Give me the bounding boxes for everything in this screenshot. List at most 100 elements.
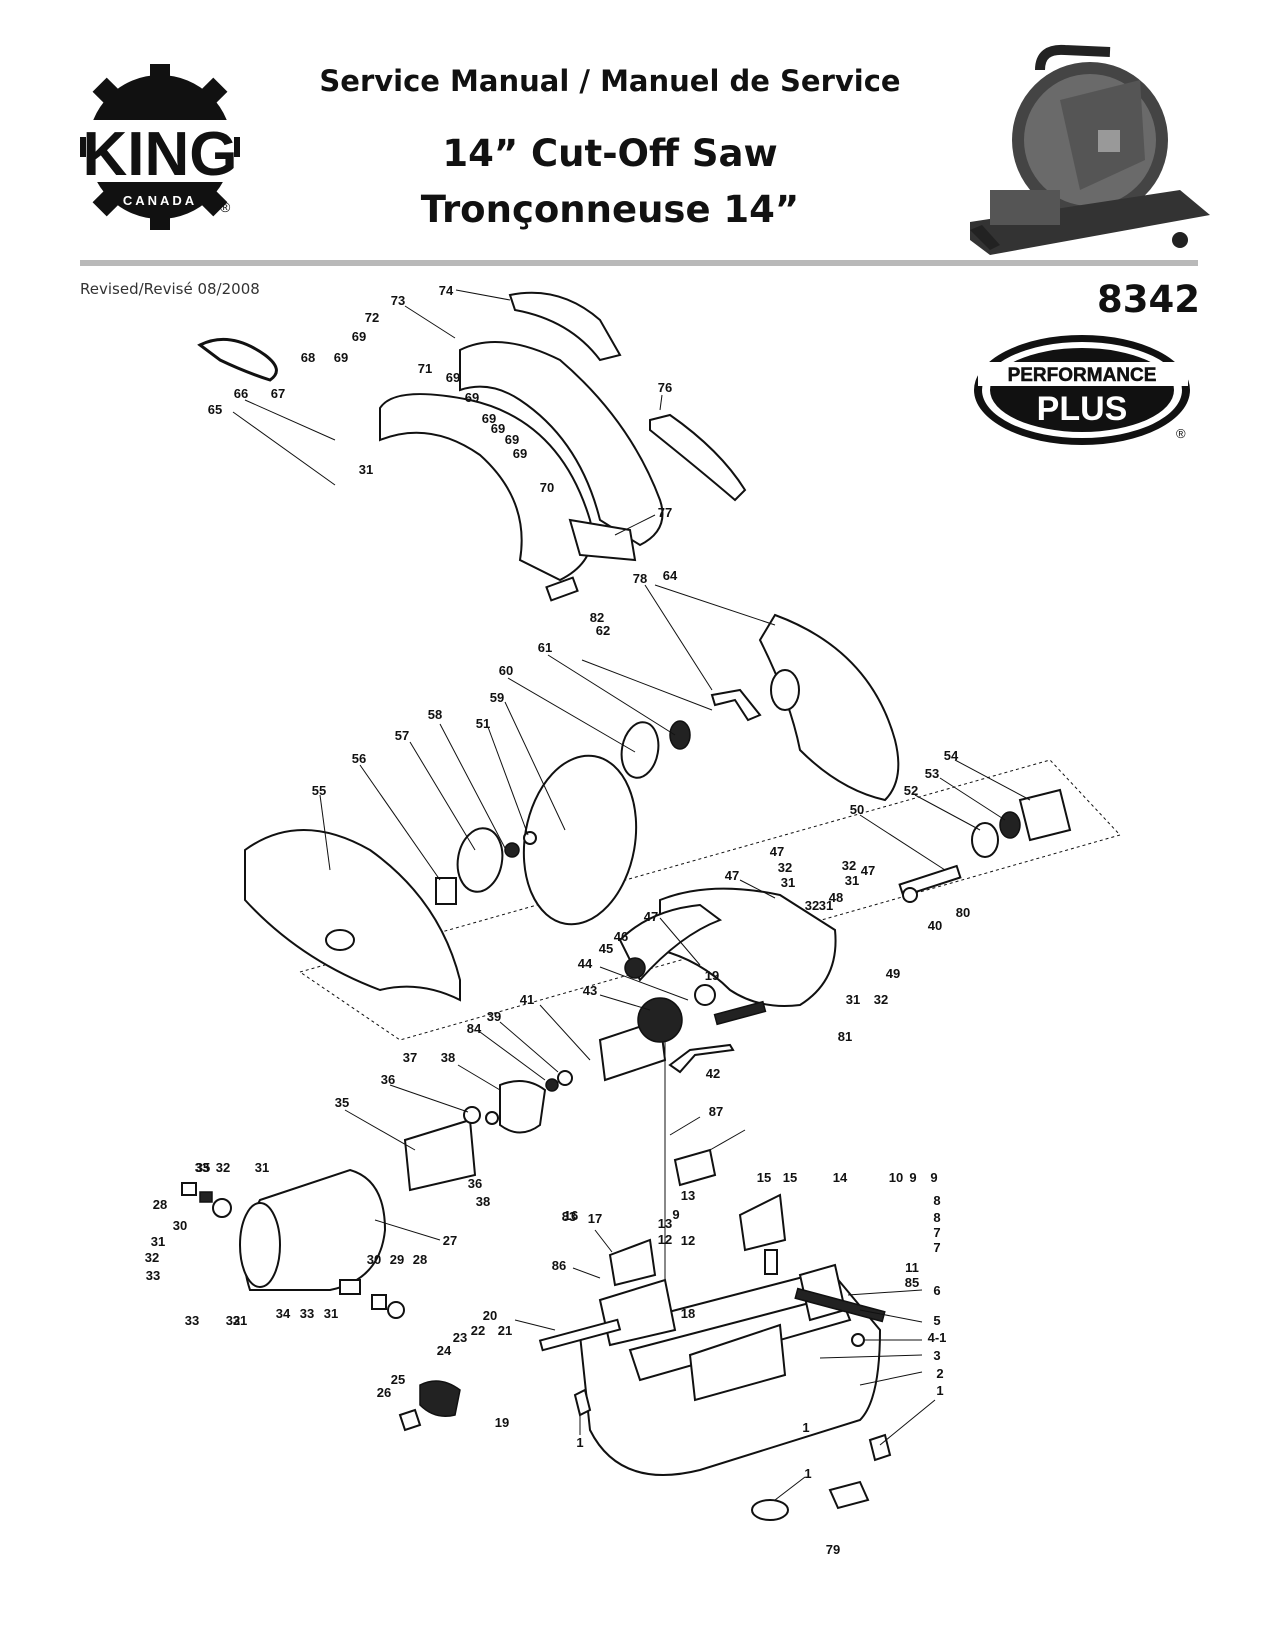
part-1-foot xyxy=(573,1388,592,1417)
part-55-outer-flange xyxy=(456,827,504,893)
callout-12: 12 xyxy=(658,1232,672,1247)
callout-9: 9 xyxy=(672,1207,679,1222)
callout-24: 24 xyxy=(437,1343,452,1358)
callout-1: 1 xyxy=(804,1466,811,1481)
callout-69: 69 xyxy=(491,421,505,436)
callout-78: 78 xyxy=(633,571,647,586)
part-15-post xyxy=(764,1249,778,1275)
callout-15: 15 xyxy=(783,1170,797,1185)
callout-33: 33 xyxy=(146,1268,160,1283)
part-61-upper-guard xyxy=(758,613,900,802)
callout-83: 83 xyxy=(562,1209,576,1224)
part-61-guard-hole xyxy=(770,669,800,711)
callout-8: 8 xyxy=(933,1210,940,1225)
part-72-handle-grip xyxy=(508,291,622,362)
gear-icon xyxy=(80,64,240,230)
part-76-wrench xyxy=(710,688,762,722)
part-85-cover xyxy=(673,1148,717,1187)
callout-54: 54 xyxy=(944,748,959,763)
part-41-spring xyxy=(713,1000,767,1026)
part-1-foot-c xyxy=(751,1499,789,1521)
part-71-handle-housing xyxy=(459,341,664,547)
callout-31: 31 xyxy=(846,992,860,1007)
callout-39: 39 xyxy=(487,1009,501,1024)
callout-32: 32 xyxy=(778,860,792,875)
part-28-brush xyxy=(199,1191,213,1203)
callout-19: 19 xyxy=(705,968,719,983)
part-53-guard-hole xyxy=(325,929,355,951)
callout-8: 8 xyxy=(933,1193,940,1208)
callout-42: 42 xyxy=(706,1066,720,1081)
callout-21: 21 xyxy=(498,1323,512,1338)
callout-6: 6 xyxy=(933,1283,940,1298)
callout-31: 31 xyxy=(781,875,795,890)
callout-35: 35 xyxy=(196,1160,210,1175)
callout-12: 12 xyxy=(681,1233,695,1248)
callout-47: 47 xyxy=(644,909,658,924)
callout-32: 32 xyxy=(145,1250,159,1265)
callout-70: 70 xyxy=(540,480,554,495)
part-80-bushing xyxy=(545,576,579,602)
part-26-nut xyxy=(398,1408,422,1432)
callout-79: 79 xyxy=(826,1542,840,1557)
callout-38: 38 xyxy=(441,1050,455,1065)
callout-52: 52 xyxy=(904,783,918,798)
callout-1: 1 xyxy=(802,1420,809,1435)
part-3-fence xyxy=(688,1323,787,1402)
callout-69: 69 xyxy=(352,329,366,344)
callout-33: 33 xyxy=(300,1306,314,1321)
callout-9: 9 xyxy=(930,1170,937,1185)
callout-69: 69 xyxy=(505,432,519,447)
part-59-bearing xyxy=(669,720,691,750)
callout-61: 61 xyxy=(538,640,552,655)
callout-36: 36 xyxy=(468,1176,482,1191)
callout-23: 23 xyxy=(453,1330,467,1345)
assembly-guide xyxy=(298,759,1121,1041)
callout-14: 14 xyxy=(833,1170,848,1185)
callout-74: 74 xyxy=(439,283,454,298)
part-43-bearing xyxy=(624,957,646,979)
callout-35: 35 xyxy=(335,1095,349,1110)
callout-22: 22 xyxy=(471,1323,485,1338)
model-number: 8342 xyxy=(1097,278,1200,321)
callout-48: 48 xyxy=(829,890,843,905)
callout-26: 26 xyxy=(377,1385,391,1400)
part-4-1-handle-knob xyxy=(851,1333,865,1347)
part-37-motor-bracket xyxy=(499,1080,547,1134)
callout-60: 60 xyxy=(499,663,513,678)
product-image xyxy=(970,44,1210,255)
callout-15: 15 xyxy=(757,1170,771,1185)
callout-57: 57 xyxy=(395,728,409,743)
part-65-power-cord xyxy=(197,337,278,382)
callout-31: 31 xyxy=(324,1306,338,1321)
callout-46: 46 xyxy=(614,929,628,944)
king-canada-logo: KING CANADA ® xyxy=(80,64,240,230)
callout-10: 10 xyxy=(889,1170,903,1185)
callout-31: 31 xyxy=(233,1313,247,1328)
callout-44: 44 xyxy=(578,956,593,971)
callout-30: 30 xyxy=(173,1218,187,1233)
callout-69: 69 xyxy=(446,370,460,385)
callout-32: 32 xyxy=(805,898,819,913)
callout-40: 40 xyxy=(928,918,942,933)
callout-45: 45 xyxy=(599,941,613,956)
callout-25: 25 xyxy=(391,1372,405,1387)
part-34-field-coil xyxy=(403,1118,477,1192)
part-42-washer xyxy=(694,984,716,1006)
part-82-washer xyxy=(545,1078,559,1092)
callout-43: 43 xyxy=(583,983,597,998)
badge-performance: PERFORMANCE xyxy=(1008,365,1157,386)
callout-50: 50 xyxy=(850,802,864,817)
callout-85: 85 xyxy=(905,1275,919,1290)
callout-7: 7 xyxy=(933,1240,940,1255)
product-title-fr: Tronçonneuse 14” xyxy=(420,188,800,231)
callout-65: 65 xyxy=(208,402,222,417)
part-28-cap xyxy=(181,1182,197,1196)
part-16-bracket xyxy=(738,1193,787,1252)
callout-31: 31 xyxy=(819,898,833,913)
brand-sub: CANADA xyxy=(123,193,197,208)
callout-69: 69 xyxy=(482,411,496,426)
callout-73: 73 xyxy=(391,293,405,308)
callout-9: 9 xyxy=(909,1170,916,1185)
callout-28: 28 xyxy=(153,1197,167,1212)
